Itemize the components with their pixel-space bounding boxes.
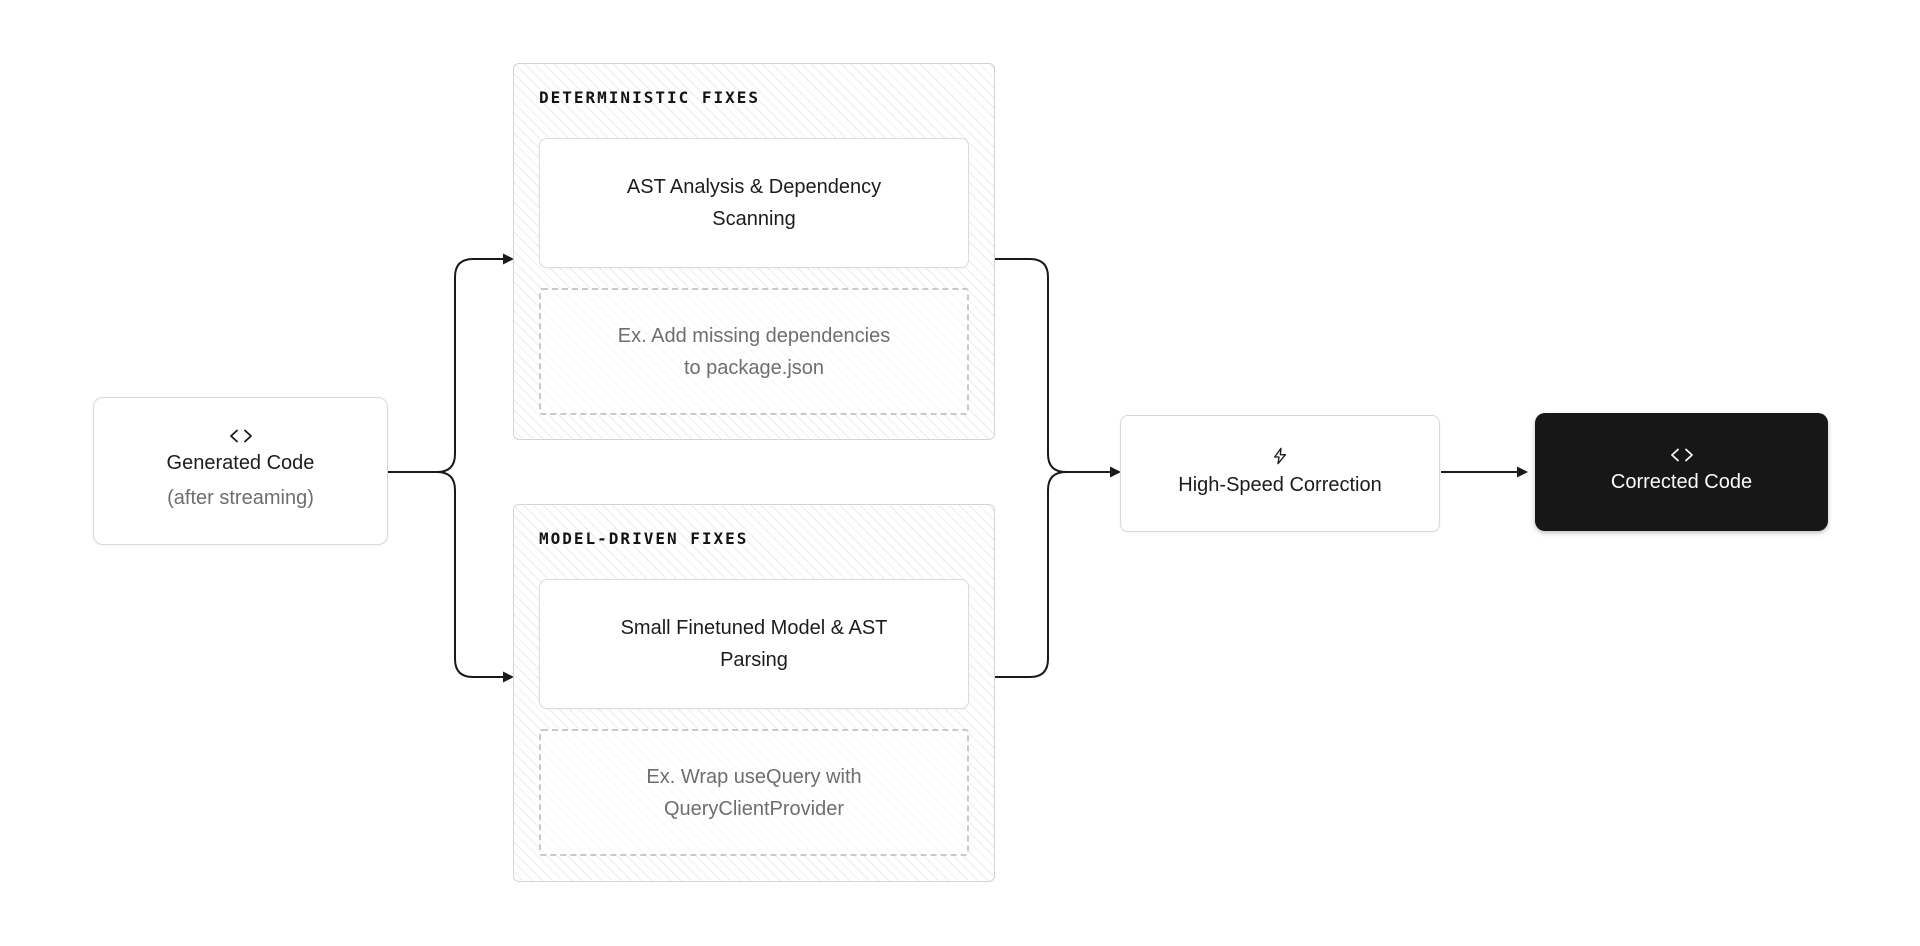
code-icon — [1669, 448, 1695, 462]
split-connector-bottom — [388, 471, 504, 678]
step-text-line: Scanning — [712, 208, 796, 230]
node-subtitle: (after streaming) — [167, 487, 314, 509]
example-text-line: to package.json — [683, 356, 825, 379]
example-text-line: Ex. Add missing dependencies — [617, 324, 891, 347]
group-label: MODEL-DRIVEN FIXES — [539, 529, 749, 548]
node-title: High-Speed Correction — [1178, 474, 1382, 496]
arrowhead — [1517, 466, 1528, 478]
lightning-icon — [1272, 447, 1288, 465]
node-high-speed-correction: High-Speed Correction — [1120, 415, 1440, 532]
example-text-line: Ex. Wrap useQuery with — [646, 765, 862, 788]
group-deterministic-fixes: DETERMINISTIC FIXES AST Analysis & Depen… — [513, 63, 995, 440]
step-finetuned-model: Small Finetuned Model & AST Parsing — [539, 579, 969, 709]
node-title: Corrected Code — [1610, 470, 1753, 493]
group-label: DETERMINISTIC FIXES — [539, 88, 761, 107]
node-title: Generated Code — [166, 452, 315, 474]
code-icon — [228, 429, 254, 443]
step-ast-analysis: AST Analysis & Dependency Scanning — [539, 138, 969, 268]
split-connector-top — [388, 258, 504, 473]
example-text-line: QueryClientProvider — [663, 797, 845, 820]
step-text-line: AST Analysis & Dependency — [626, 176, 882, 198]
node-corrected-code: Corrected Code — [1535, 413, 1828, 531]
group-model-driven-fixes: MODEL-DRIVEN FIXES Small Finetuned Model… — [513, 504, 995, 882]
merge-connector-bottom — [995, 471, 1067, 678]
step-text-line: Small Finetuned Model & AST — [620, 617, 888, 639]
example-deterministic: Ex. Add missing dependencies to package.… — [539, 288, 969, 415]
node-generated-code: Generated Code (after streaming) — [93, 397, 388, 545]
example-model-driven: Ex. Wrap useQuery with QueryClientProvid… — [539, 729, 969, 856]
step-text-line: Parsing — [720, 649, 788, 671]
merge-connector-top — [995, 258, 1067, 473]
